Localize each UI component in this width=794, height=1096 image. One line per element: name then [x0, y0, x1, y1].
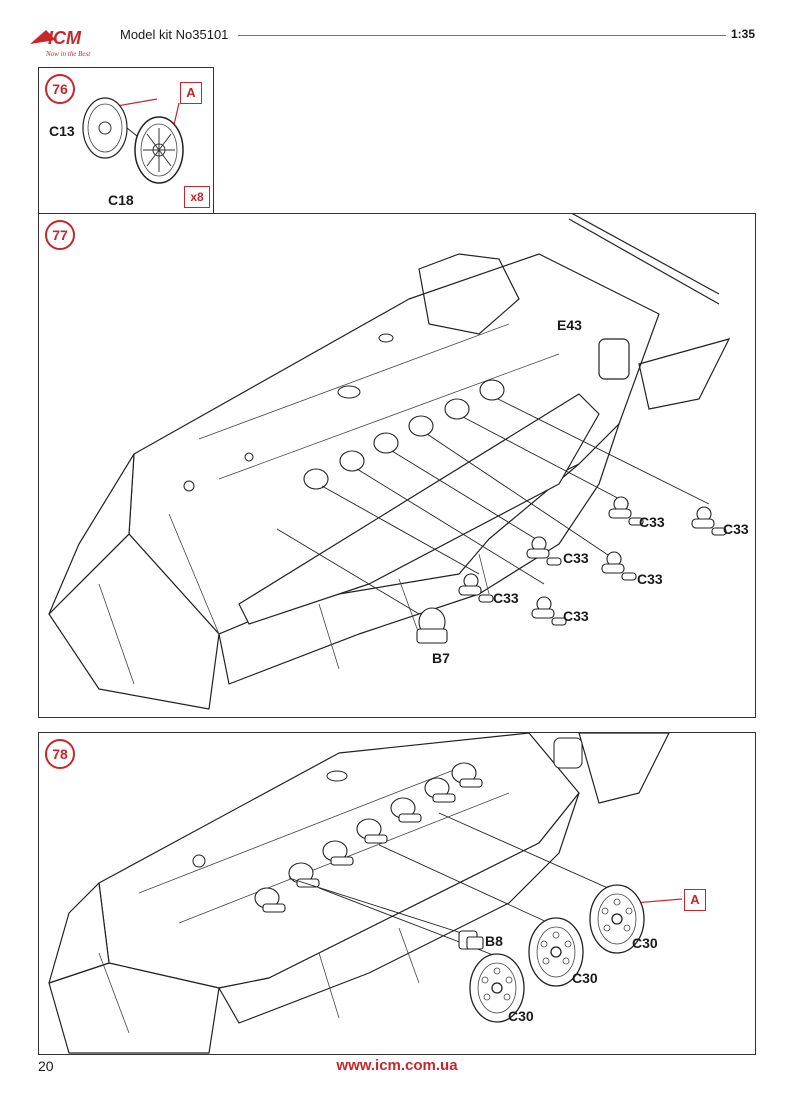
hull-assembly-drawing: [48, 214, 731, 710]
svg-text:Now in the Best: Now in the Best: [45, 50, 91, 58]
part-b7-label: B7: [432, 650, 450, 666]
step-77-panel: 77 E43 C33 C33 C33 C33 C33 C33 B7: [38, 213, 756, 718]
kit-number-label: Model kit No35101: [120, 27, 229, 42]
part-c30-label: C30: [572, 970, 598, 986]
step-77-number: 77: [45, 220, 75, 250]
wheel-assembly-drawing: [82, 97, 184, 184]
part-c33-label: C33: [637, 571, 663, 587]
icm-logo: ICM Now in the Best: [30, 28, 91, 58]
part-e43-label: E43: [557, 317, 582, 333]
step-78-panel: 78 A B8 C30 C30 C30: [38, 732, 756, 1055]
quantity-badge: x8: [184, 186, 210, 208]
website-link[interactable]: www.icm.com.ua: [336, 1057, 458, 1074]
part-c18-label: C18: [108, 192, 134, 208]
part-c33-label: C33: [563, 550, 589, 566]
part-c33-label: C33: [563, 608, 589, 624]
part-c30-label: C30: [508, 1008, 534, 1024]
step-76-ref-a: A: [180, 82, 202, 104]
part-c33-label: C33: [723, 521, 749, 537]
header-rule: [238, 35, 726, 36]
step-76-number: 76: [45, 74, 75, 104]
part-c30-label: C30: [632, 935, 658, 951]
page-number: 20: [38, 1058, 54, 1074]
part-c33-label: C33: [493, 590, 519, 606]
part-c13-label: C13: [49, 123, 75, 139]
step-76-panel: 76 A C13 C18 x8: [38, 67, 214, 214]
scale-label: 1:35: [731, 27, 756, 41]
roadwheel-fitting-drawing: [48, 733, 683, 1054]
svg-text:ICM: ICM: [48, 28, 82, 48]
step-78-ref-a: A: [684, 889, 706, 911]
part-c33-label: C33: [639, 514, 665, 530]
part-b8-label: B8: [485, 933, 503, 949]
step-78-number: 78: [45, 739, 75, 769]
